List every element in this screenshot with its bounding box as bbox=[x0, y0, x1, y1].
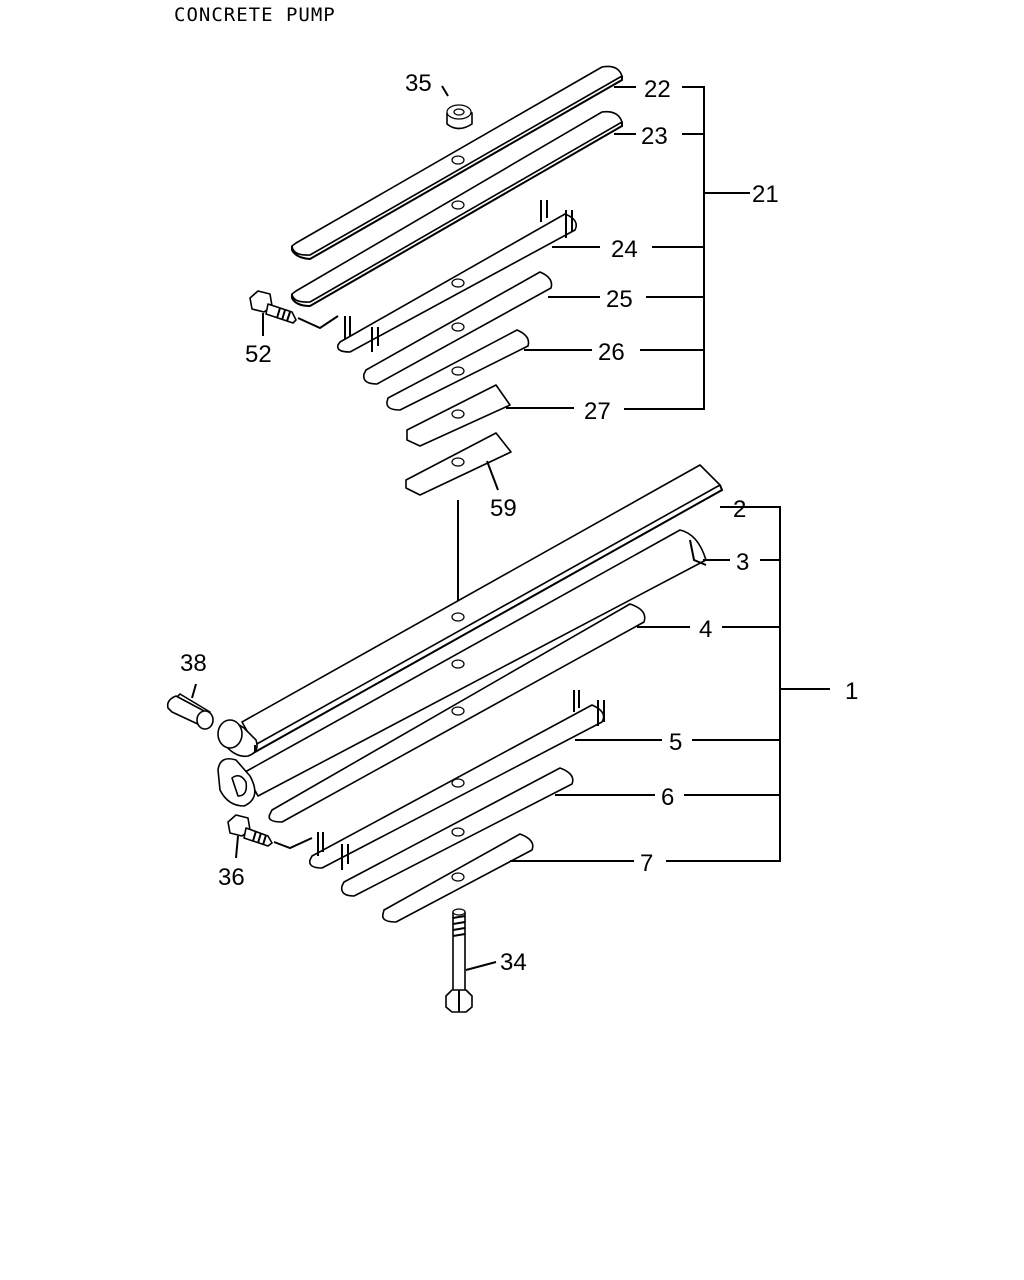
callout-27: 27 bbox=[584, 398, 611, 425]
leader-lines bbox=[191, 85, 830, 971]
callout-2: 2 bbox=[733, 496, 746, 523]
spacer-59 bbox=[405, 432, 512, 496]
callout-22: 22 bbox=[644, 76, 671, 103]
callout-23: 23 bbox=[641, 123, 668, 150]
leaf-26 bbox=[386, 329, 530, 411]
callout-5: 5 bbox=[669, 729, 682, 756]
callout-1: 1 bbox=[845, 678, 858, 705]
callout-52: 52 bbox=[245, 341, 272, 368]
leaf-25 bbox=[362, 271, 553, 385]
bolt-52 bbox=[249, 290, 339, 330]
bushing-38 bbox=[166, 693, 214, 730]
callout-21: 21 bbox=[752, 181, 779, 208]
callout-7: 7 bbox=[640, 850, 653, 877]
leaf-24 bbox=[336, 200, 578, 353]
leaf-5 bbox=[308, 690, 605, 870]
callout-36: 36 bbox=[218, 864, 245, 891]
callout-59: 59 bbox=[490, 495, 517, 522]
bolt-34 bbox=[445, 908, 473, 1013]
callout-25: 25 bbox=[606, 286, 633, 313]
leaf-2 bbox=[217, 464, 724, 758]
callout-4: 4 bbox=[699, 616, 712, 643]
leaf-7 bbox=[381, 833, 534, 923]
leaf-23 bbox=[291, 110, 623, 308]
callout-6: 6 bbox=[661, 784, 674, 811]
nut-35 bbox=[446, 104, 473, 130]
callout-24: 24 bbox=[611, 236, 638, 263]
page-title: CONCRETE PUMP bbox=[174, 4, 336, 26]
leaf-27 bbox=[406, 384, 511, 447]
callout-3: 3 bbox=[736, 549, 749, 576]
leaf-3 bbox=[217, 529, 707, 807]
callout-34: 34 bbox=[500, 949, 527, 976]
callout-38: 38 bbox=[180, 650, 207, 677]
bolt-36 bbox=[227, 814, 313, 850]
leaf-4 bbox=[268, 603, 646, 823]
callout-35: 35 bbox=[405, 70, 432, 97]
leaf-6 bbox=[340, 767, 574, 897]
callout-26: 26 bbox=[598, 339, 625, 366]
